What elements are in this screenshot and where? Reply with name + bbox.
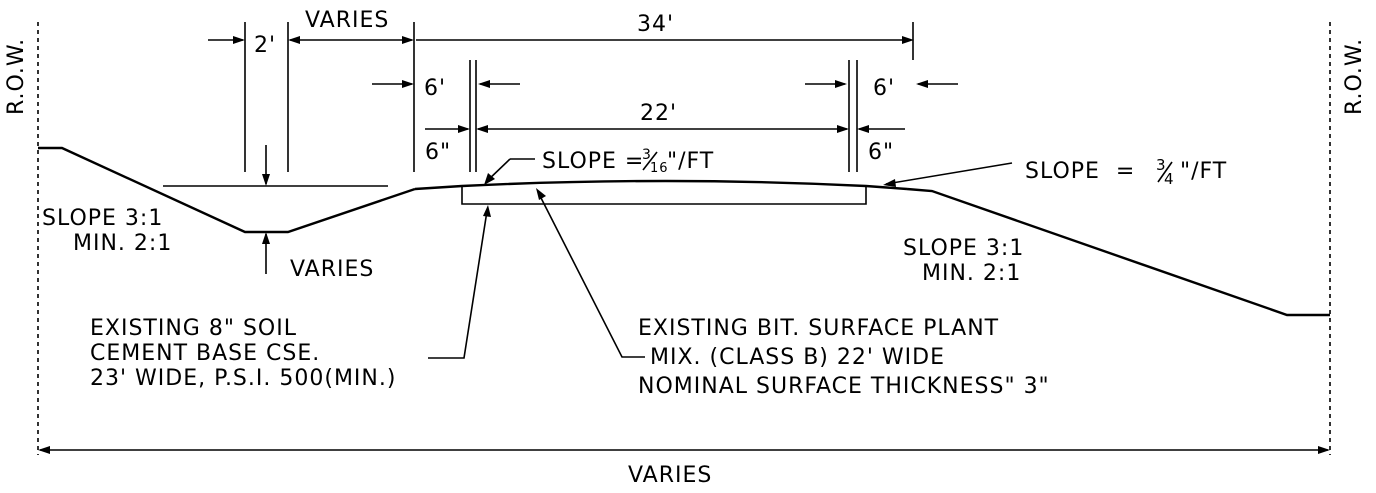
arrowhead [233, 36, 245, 44]
slope-shoulder-leader [885, 162, 1013, 185]
arrowhead [857, 125, 869, 133]
slope-right-line1: SLOPE 3:1 [903, 236, 1024, 261]
arrowhead [478, 80, 490, 88]
ground-profile-left [38, 146, 416, 234]
row-label-left: R.O.W. [4, 38, 29, 115]
arrowhead [38, 446, 50, 454]
arrowhead [902, 36, 914, 44]
surface-leader [537, 191, 645, 358]
soil-cement-base [461, 186, 867, 205]
base-leader [428, 210, 488, 359]
arrowhead [288, 36, 300, 44]
surface-note-line2: MIX. (CLASS B) 22' WIDE [650, 345, 945, 370]
slope-pavement-num: 3 [642, 147, 652, 163]
slope-right-line2: MIN. 2:1 [922, 261, 1021, 286]
arrowhead [837, 125, 849, 133]
base-note-line1: EXISTING 8" SOIL [90, 316, 297, 341]
arrowhead [402, 80, 414, 88]
slope-pavement-unit: "/FT [667, 149, 714, 174]
row-label-right: R.O.W. [1342, 38, 1367, 115]
arrowhead [476, 125, 488, 133]
offset-right-label: 6" [868, 140, 894, 165]
shoulder-right-label: 6' [873, 76, 895, 101]
slope-shoulder-num: 3 [1156, 156, 1167, 174]
total-width-label: 34' [637, 12, 674, 37]
arrowhead [458, 125, 470, 133]
arrowhead [483, 205, 491, 217]
slope-left-line1: SLOPE 3:1 [42, 206, 163, 231]
arrowhead [262, 174, 270, 186]
offset-left-label: 6" [425, 140, 451, 165]
slope-shoulder-frac-bar [1157, 161, 1173, 183]
arrowhead [835, 80, 847, 88]
arrowhead [402, 36, 414, 44]
slope-shoulder-prefix: SLOPE = [1025, 159, 1135, 184]
pavement-width-label: 22' [640, 101, 677, 126]
ditch-width-label: 2' [254, 33, 276, 58]
slope-pavement-frac-bar [642, 151, 658, 171]
varies-top-label: VARIES [305, 8, 389, 33]
ditch-varies-label: VARIES [290, 257, 374, 282]
base-note-line3: 23' WIDE, P.S.I. 500(MIN.) [90, 366, 396, 391]
ground-profile-right [906, 187, 1330, 317]
road-crown-surface [414, 179, 908, 191]
slope-pavement-den: 16 [650, 161, 669, 176]
surface-note-line1: EXISTING BIT. SURFACE PLANT [638, 316, 999, 341]
arrowhead [1318, 446, 1330, 454]
shoulder-left-label: 6' [424, 76, 446, 101]
arrowhead [883, 179, 896, 187]
varies-bottom-label: VARIES [628, 463, 712, 488]
surface-note-line3: NOMINAL SURFACE THICKNESS" 3" [638, 374, 1050, 399]
base-note-line2: CEMENT BASE CSE. [90, 341, 320, 366]
slope-shoulder-unit: "/FT [1180, 159, 1227, 184]
arrowhead [536, 188, 546, 200]
arrowhead [262, 232, 270, 244]
slope-left-line2: MIN. 2:1 [73, 231, 172, 256]
slope-shoulder-den: 4 [1164, 170, 1175, 188]
slope-pavement-prefix: SLOPE = [542, 149, 644, 174]
arrowhead [916, 80, 928, 88]
arrowhead [484, 173, 495, 185]
